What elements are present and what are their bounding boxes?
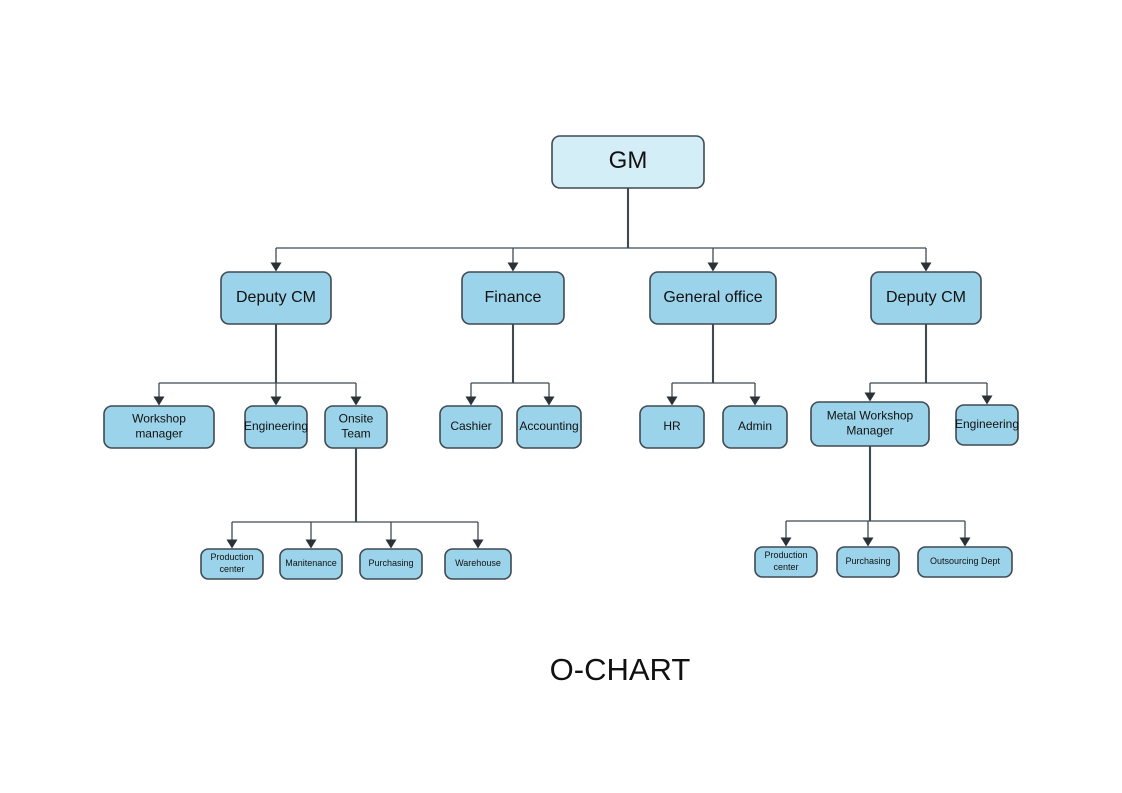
org-node-deputy1[interactable]: Deputy CM bbox=[220, 271, 332, 325]
connector-arrowhead bbox=[864, 392, 876, 402]
node-label: Manitenance bbox=[285, 558, 337, 568]
node-box[interactable] bbox=[103, 405, 215, 449]
org-node-eng2[interactable]: Engineering bbox=[955, 404, 1019, 446]
connector-arrowhead bbox=[226, 539, 238, 549]
org-node-admin[interactable]: Admin bbox=[722, 405, 788, 449]
org-node-finance[interactable]: Finance bbox=[461, 271, 565, 325]
connector-arrowhead bbox=[350, 396, 362, 406]
node-box[interactable] bbox=[516, 405, 582, 449]
node-box[interactable] bbox=[461, 271, 565, 325]
org-node-genoffice[interactable]: General office bbox=[649, 271, 777, 325]
node-box[interactable] bbox=[220, 271, 332, 325]
node-box[interactable] bbox=[439, 405, 503, 449]
org-node-maint[interactable]: Manitenance bbox=[279, 548, 343, 580]
connector-arrowhead bbox=[959, 537, 971, 547]
org-node-cashier[interactable]: Cashier bbox=[439, 405, 503, 449]
connector-arrowhead bbox=[305, 539, 317, 549]
node-layer: GM Deputy CM Finance General office Deputy C… bbox=[103, 135, 1019, 580]
org-node-warehouse[interactable]: Warehouse bbox=[444, 548, 512, 580]
connector-arrowhead bbox=[666, 396, 678, 406]
node-box[interactable] bbox=[917, 546, 1013, 578]
connector-group bbox=[270, 188, 932, 272]
node-box[interactable] bbox=[754, 546, 818, 578]
node-box[interactable] bbox=[279, 548, 343, 580]
node-label: Cashier bbox=[450, 419, 491, 433]
connector-arrowhead bbox=[465, 396, 477, 406]
node-label: Accounting bbox=[519, 419, 578, 433]
org-node-deputy2[interactable]: Deputy CM bbox=[870, 271, 982, 325]
org-node-gm[interactable]: GM bbox=[551, 135, 705, 189]
connector-group bbox=[864, 324, 993, 405]
connector-arrowhead bbox=[749, 396, 761, 406]
node-label: Outsourcing Dept bbox=[930, 556, 1001, 566]
connector-arrowhead bbox=[780, 537, 792, 547]
connector-arrowhead bbox=[920, 262, 932, 272]
node-label: Purchasing bbox=[845, 556, 890, 566]
node-box[interactable] bbox=[444, 548, 512, 580]
org-node-purch2[interactable]: Purchasing bbox=[836, 546, 900, 578]
org-node-eng1[interactable]: Engineering bbox=[244, 405, 308, 449]
node-label: Warehouse bbox=[455, 558, 501, 568]
node-label: General office bbox=[663, 289, 762, 306]
node-label: Deputy CM bbox=[236, 289, 316, 306]
connector-group bbox=[666, 324, 761, 406]
node-box[interactable] bbox=[244, 405, 308, 449]
node-box[interactable] bbox=[722, 405, 788, 449]
node-box[interactable] bbox=[836, 546, 900, 578]
org-node-hr[interactable]: HR bbox=[639, 405, 705, 449]
connector-group bbox=[780, 446, 971, 547]
node-label: Purchasing bbox=[368, 558, 413, 568]
node-box[interactable] bbox=[359, 548, 423, 580]
connector-arrowhead bbox=[385, 539, 397, 549]
node-box[interactable] bbox=[870, 271, 982, 325]
connector-arrowhead bbox=[543, 396, 555, 406]
node-label: Engineering bbox=[955, 417, 1019, 431]
connector-layer bbox=[153, 188, 993, 549]
connector-arrowhead bbox=[862, 537, 874, 547]
node-box[interactable] bbox=[649, 271, 777, 325]
node-label: Finance bbox=[485, 289, 542, 306]
node-label: Deputy CM bbox=[886, 289, 966, 306]
node-box[interactable] bbox=[810, 401, 930, 447]
node-label: HR bbox=[663, 419, 681, 433]
connector-arrowhead bbox=[270, 396, 282, 406]
node-box[interactable] bbox=[639, 405, 705, 449]
connector-arrowhead bbox=[270, 262, 282, 272]
connector-arrowhead bbox=[507, 262, 519, 272]
org-node-purch1[interactable]: Purchasing bbox=[359, 548, 423, 580]
connector-group bbox=[226, 448, 484, 549]
connector-arrowhead bbox=[153, 396, 165, 406]
connector-arrowhead bbox=[981, 395, 993, 405]
connector-arrowhead bbox=[707, 262, 719, 272]
node-box[interactable] bbox=[551, 135, 705, 189]
node-box[interactable] bbox=[200, 548, 264, 580]
chart-title: O-CHART bbox=[550, 652, 691, 687]
node-label: Engineering bbox=[244, 419, 308, 433]
node-box[interactable] bbox=[324, 405, 388, 449]
node-label: Admin bbox=[738, 419, 772, 433]
connector-group bbox=[465, 324, 555, 406]
node-box[interactable] bbox=[955, 404, 1019, 446]
connector-group bbox=[153, 324, 362, 406]
org-node-outsource[interactable]: Outsourcing Dept bbox=[917, 546, 1013, 578]
node-label: GM bbox=[609, 147, 648, 174]
connector-arrowhead bbox=[472, 539, 484, 549]
org-node-accounting[interactable]: Accounting bbox=[516, 405, 582, 449]
